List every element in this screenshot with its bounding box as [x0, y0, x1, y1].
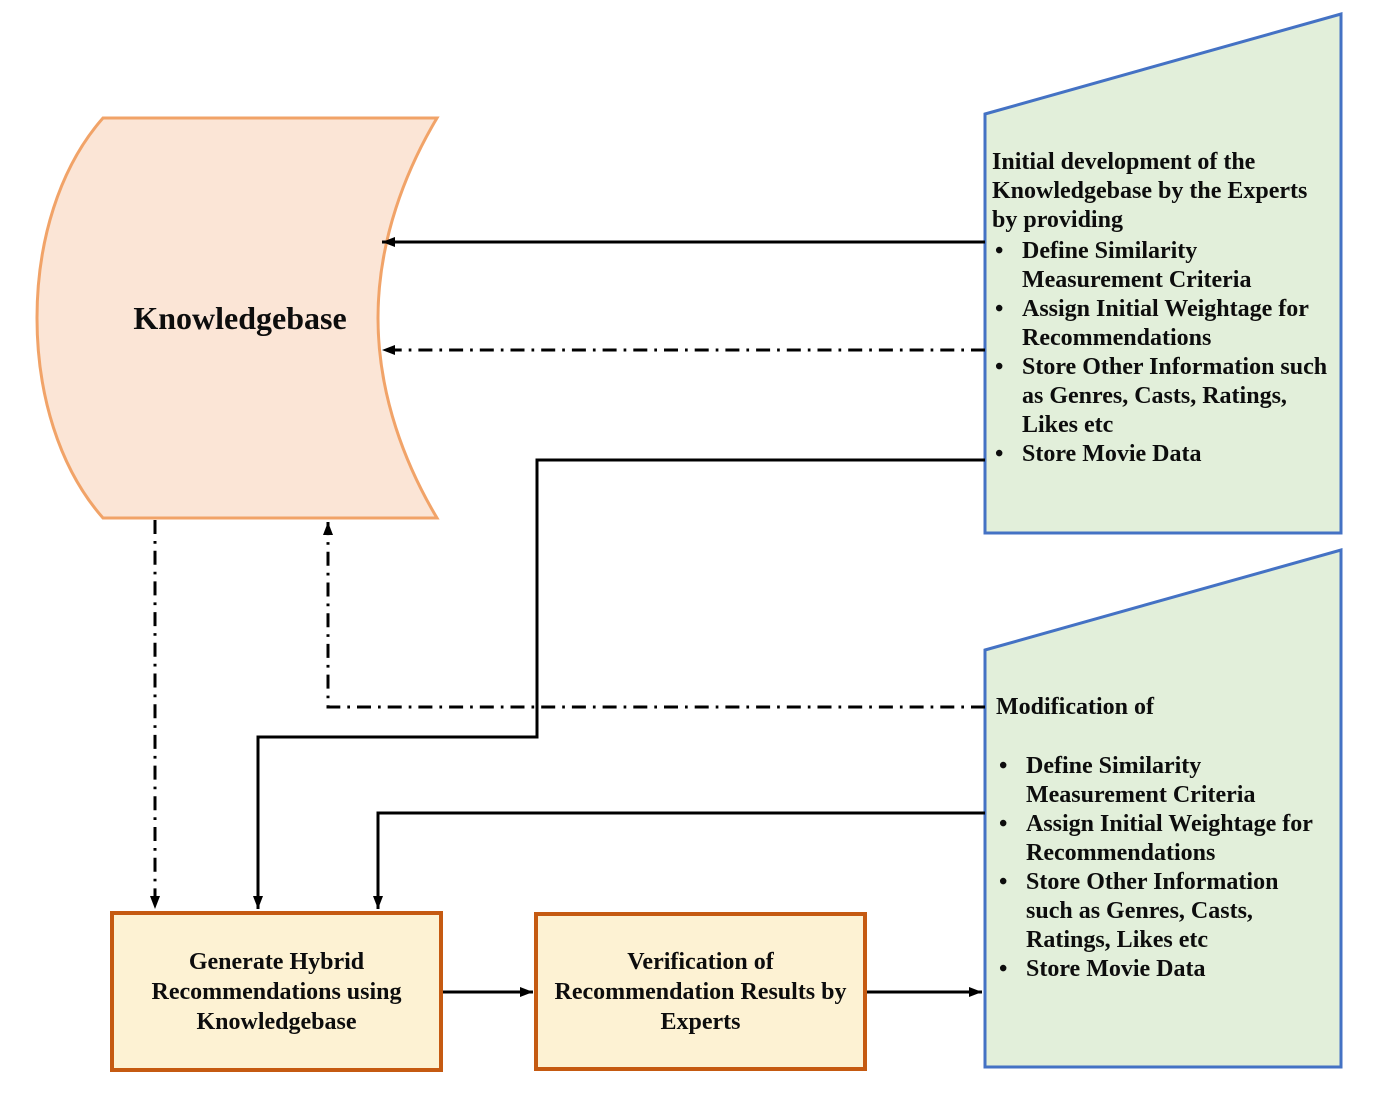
modification-note: Modification of • Define Similarity Meas…	[996, 693, 1340, 984]
list-item: • Define Similarity Measurement Criteria	[992, 237, 1340, 295]
list-item: • Store Movie Data	[992, 440, 1340, 469]
verification-box-label: Verification of Recommendation Results b…	[554, 948, 847, 1035]
bullet-item-label: Store Movie Data	[1026, 956, 1206, 982]
generate-box-shape	[110, 911, 443, 1072]
bullet-item-label: Store Movie Data	[1022, 441, 1202, 467]
initial-note-intro: Initial development of the Knowledgebase…	[992, 149, 1308, 233]
modification-note-bullet-list: • Define Similarity Measurement Criteria…	[996, 752, 1340, 984]
verification-box-shape	[534, 912, 867, 1071]
bullet-icon: •	[995, 238, 1004, 264]
initial-development-note: Initial development of the Knowledgebase…	[992, 148, 1340, 469]
bullet-item-label: Define Similarity Measurement Criteria	[1022, 238, 1252, 293]
arrow-modification-note-to-generate-box	[373, 811, 985, 909]
knowledgebase-label: Knowledgebase	[133, 300, 347, 336]
list-item: • Assign Initial Weightage for Recommend…	[992, 295, 1340, 353]
list-item: • Store Other Information such as Genres…	[996, 868, 1340, 955]
bullet-icon: •	[995, 354, 1004, 380]
bullet-icon: •	[999, 811, 1008, 837]
arrow-modification-note-to-knowledgebase-dashdot	[323, 522, 985, 709]
bullet-item-label: Define Similarity Measurement Criteria	[1026, 753, 1256, 808]
bullet-icon: •	[995, 441, 1004, 467]
bullet-item-label: Store Other Information such as Genres, …	[1022, 354, 1328, 438]
initial-note-bullet-list: • Define Similarity Measurement Criteria…	[992, 237, 1340, 469]
bullet-icon: •	[999, 753, 1008, 779]
bullet-item-label: Store Other Information such as Genres, …	[1026, 869, 1279, 953]
list-item: • Store Other Information such as Genres…	[992, 353, 1340, 440]
bullet-icon: •	[999, 869, 1008, 895]
bullet-icon: •	[995, 296, 1004, 322]
list-item: • Assign Initial Weightage for Recommend…	[996, 810, 1340, 868]
arrow-initial-note-to-generate-box	[253, 458, 985, 909]
modification-note-shape	[983, 548, 1343, 1069]
list-item: • Store Movie Data	[996, 955, 1340, 984]
generate-box-label: Generate Hybrid Recommendations using Kn…	[151, 948, 402, 1035]
bullet-item-label: Assign Initial Weightage for Recommendat…	[1026, 811, 1313, 866]
list-item: • Define Similarity Measurement Criteria	[996, 752, 1340, 810]
bullet-icon: •	[999, 956, 1008, 982]
modification-note-intro: Modification of	[996, 694, 1154, 720]
bullet-item-label: Assign Initial Weightage for Recommendat…	[1022, 296, 1309, 351]
initial-development-note-shape	[983, 12, 1343, 535]
